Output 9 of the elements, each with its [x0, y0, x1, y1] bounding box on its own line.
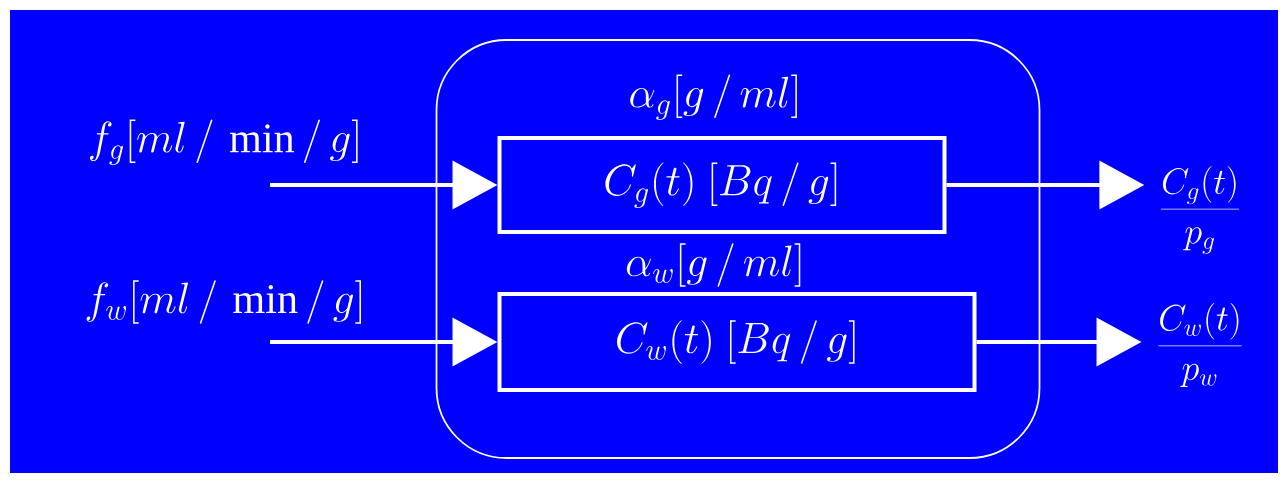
fraction-text: $\frac{C_w(t)}{p_w}$: [1158, 303, 1242, 387]
box-heading: $\alpha_g[g\,/\,ml]$: [630, 74, 797, 120]
fraction-text: $\frac{C_g(t)}{p_g}$: [1161, 166, 1239, 254]
edge-label: $f_w[ml\,/\,\min/\,g]$: [86, 280, 361, 324]
box-heading: $\alpha_w[g\,/\,ml]$: [626, 243, 801, 287]
edge-label: $f_g[ml\,/\,\min/\,g]$: [90, 119, 358, 165]
process-box: $C_g(t)\ [Bq\,/\,g]$: [497, 136, 947, 234]
rounded-box: [435, 39, 1041, 459]
process-box: $C_w(t)\ [Bq\,/\,g]$: [497, 292, 977, 392]
